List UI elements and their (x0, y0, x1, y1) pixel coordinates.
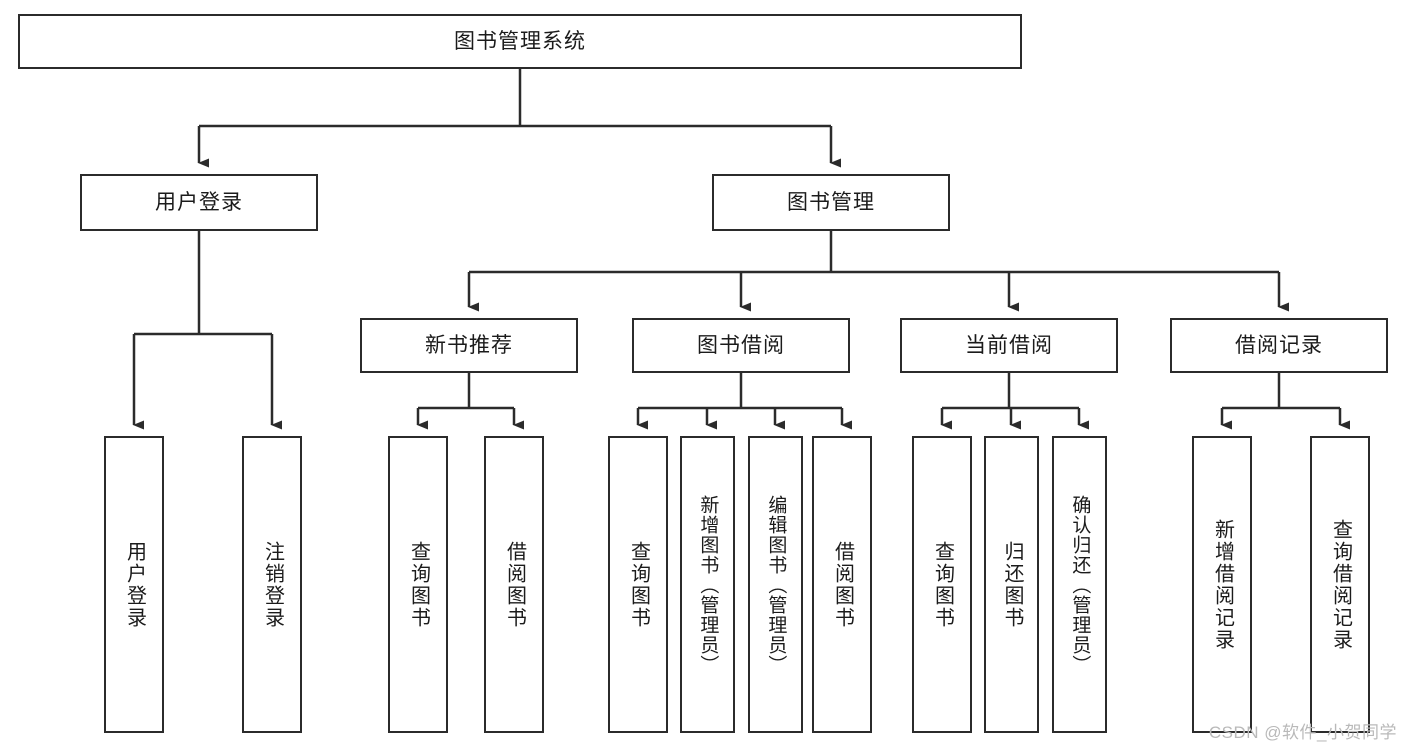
node-label: 查询图书 (931, 540, 954, 629)
node-label: 图书管理 (787, 190, 875, 214)
node-leaf-confirm-return[interactable]: 确认归还（管理员） (1052, 436, 1107, 733)
node-label: 查询图书 (627, 540, 650, 629)
node-leaf-user-login[interactable]: 用户登录 (104, 436, 164, 733)
node-label: 查询借阅记录 (1329, 518, 1352, 651)
node-label: 借阅图书 (503, 540, 526, 629)
node-label: 当前借阅 (965, 333, 1053, 357)
node-label: 新增图书（管理员） (697, 494, 719, 675)
node-leaf-edit-book[interactable]: 编辑图书（管理员） (748, 436, 803, 733)
node-label: 查询图书 (407, 540, 430, 629)
node-book-borrow[interactable]: 图书借阅 (632, 318, 850, 373)
node-leaf-query-book-borrow[interactable]: 查询图书 (608, 436, 668, 733)
node-leaf-borrow-book[interactable]: 借阅图书 (812, 436, 872, 733)
node-borrow-record[interactable]: 借阅记录 (1170, 318, 1388, 373)
node-label: 借阅记录 (1235, 333, 1323, 357)
node-label: 借阅图书 (831, 540, 854, 629)
node-label: 图书借阅 (697, 333, 785, 357)
node-leaf-user-logout[interactable]: 注销登录 (242, 436, 302, 733)
node-current-borrow[interactable]: 当前借阅 (900, 318, 1118, 373)
node-leaf-add-book[interactable]: 新增图书（管理员） (680, 436, 735, 733)
node-label: 用户登录 (123, 540, 146, 629)
node-leaf-borrow-book-recommend[interactable]: 借阅图书 (484, 436, 544, 733)
node-leaf-query-book-current[interactable]: 查询图书 (912, 436, 972, 733)
node-leaf-query-book-recommend[interactable]: 查询图书 (388, 436, 448, 733)
node-label: 用户登录 (155, 190, 243, 214)
node-new-book-recommend[interactable]: 新书推荐 (360, 318, 578, 373)
node-label: 图书管理系统 (454, 29, 586, 53)
node-leaf-query-borrow-record[interactable]: 查询借阅记录 (1310, 436, 1370, 733)
node-book-management[interactable]: 图书管理 (712, 174, 950, 231)
watermark-text: CSDN @软件_小贺同学 (1208, 723, 1397, 742)
node-root[interactable]: 图书管理系统 (18, 14, 1022, 69)
node-label: 编辑图书（管理员） (765, 494, 787, 675)
node-user-login[interactable]: 用户登录 (80, 174, 318, 231)
node-label: 新增借阅记录 (1211, 518, 1234, 651)
node-leaf-add-borrow-record[interactable]: 新增借阅记录 (1192, 436, 1252, 733)
node-label: 注销登录 (261, 540, 284, 629)
connector-group (132, 69, 1350, 430)
node-label: 确认归还（管理员） (1069, 494, 1091, 675)
node-leaf-return-book[interactable]: 归还图书 (984, 436, 1039, 733)
node-label: 新书推荐 (425, 333, 513, 357)
node-label: 归还图书 (1001, 540, 1023, 629)
